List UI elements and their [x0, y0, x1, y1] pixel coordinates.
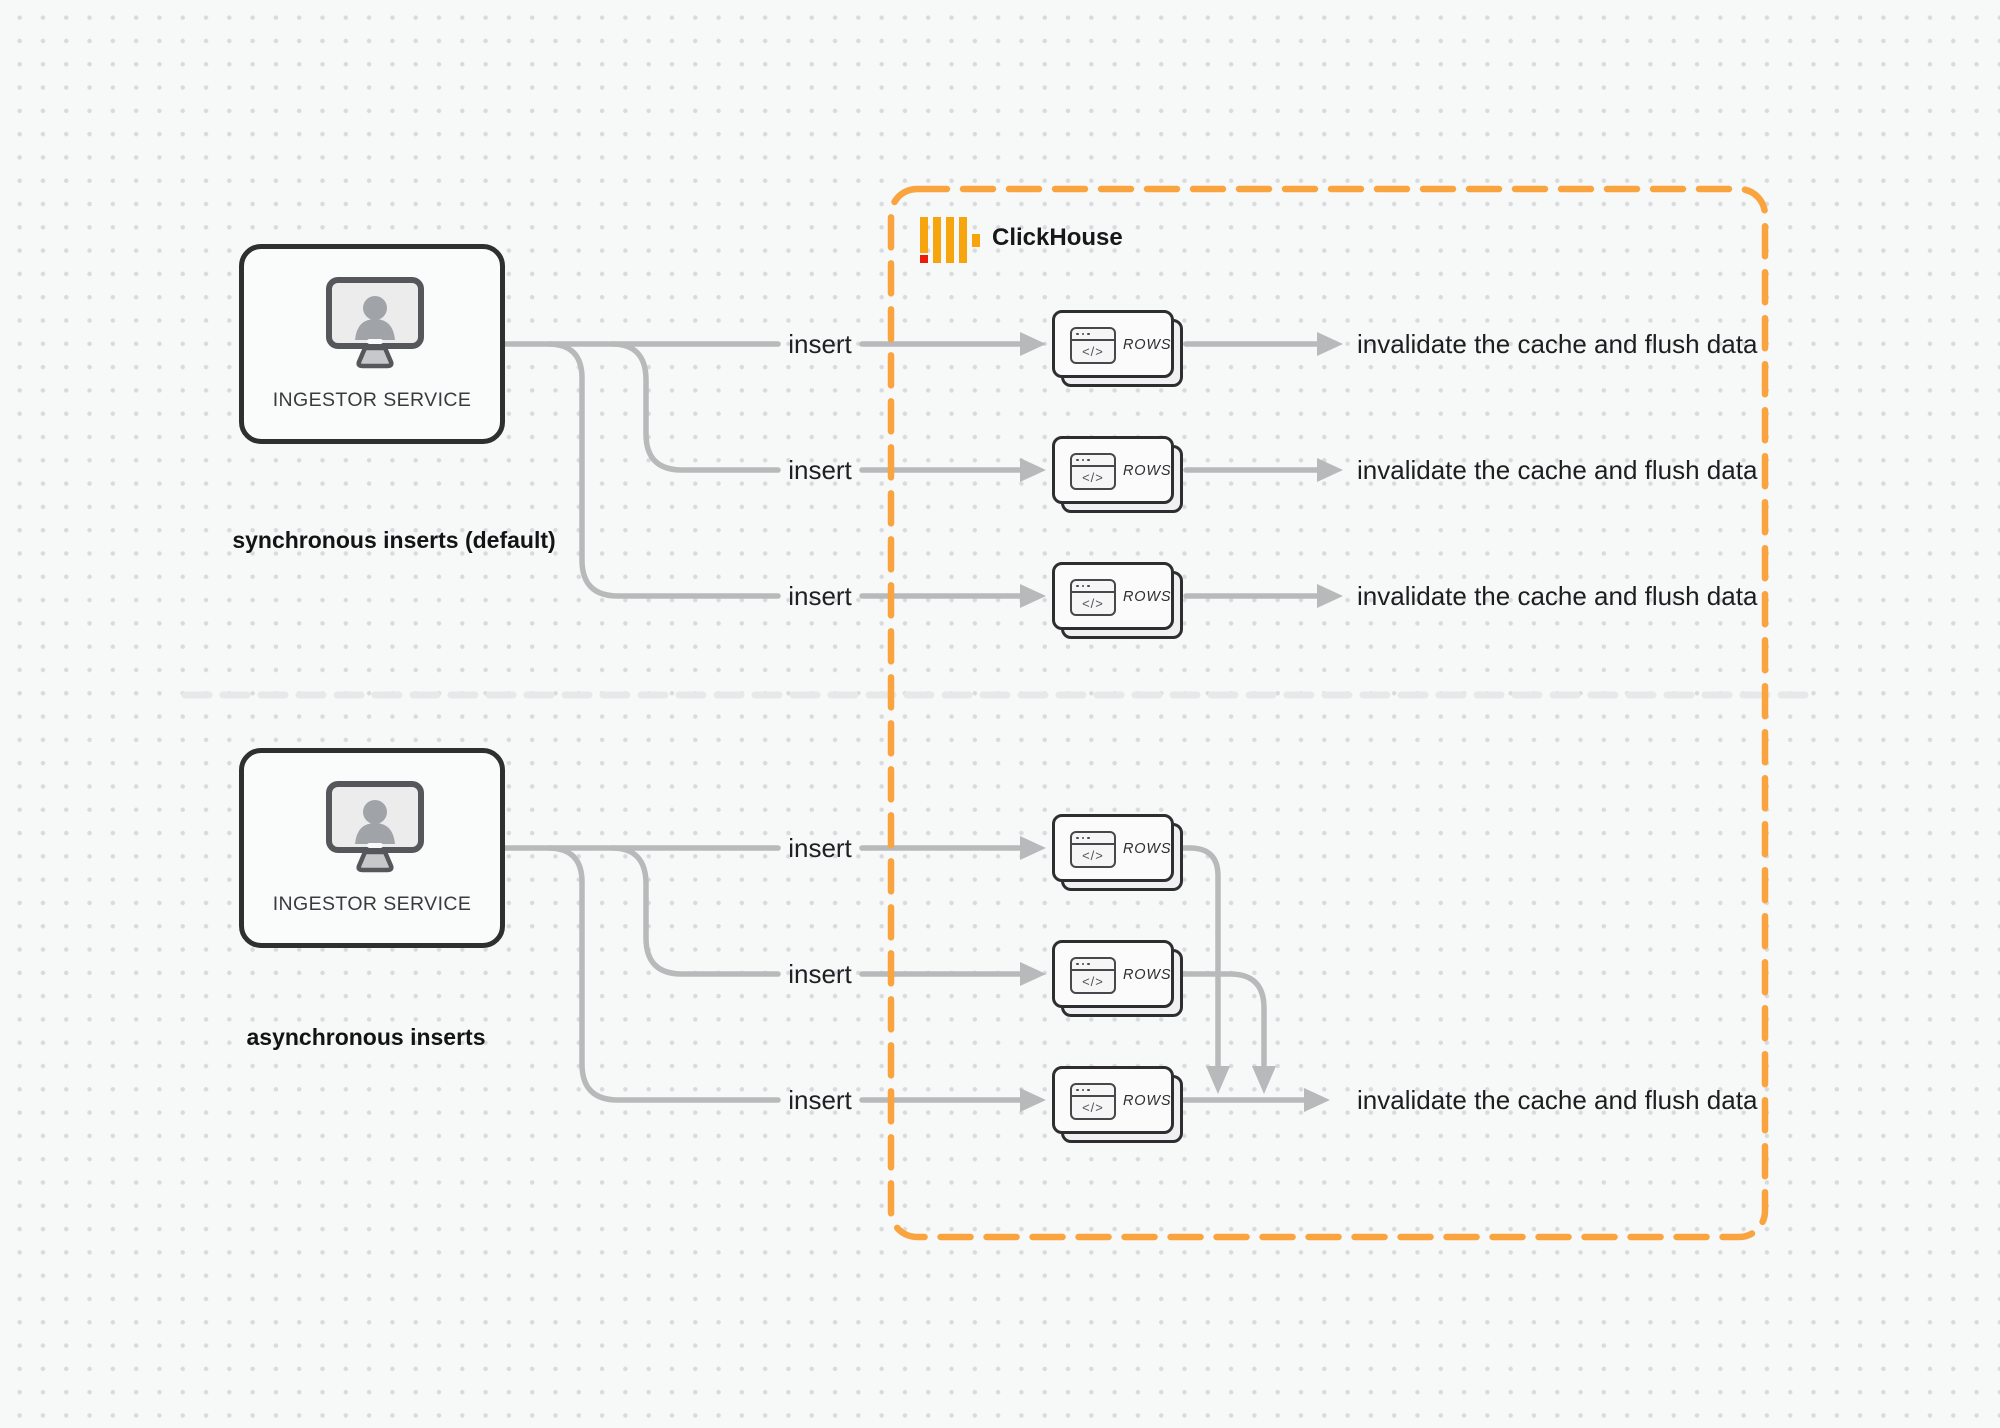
clickhouse-logo-icon — [920, 217, 980, 263]
rows-block: </> ROWS — [1052, 436, 1183, 513]
arrowhead-icon — [1020, 458, 1046, 482]
code-window-icon: </> — [1070, 1083, 1116, 1120]
rows-block: </> ROWS — [1052, 940, 1183, 1017]
arrowhead-icon — [1317, 584, 1343, 608]
flow-line — [609, 341, 781, 473]
insert-label: insert — [788, 1085, 852, 1115]
arrowhead-icon — [1304, 1088, 1330, 1112]
code-window-icon: </> — [1070, 957, 1116, 994]
arrowhead-icon — [1020, 836, 1046, 860]
flow-line — [609, 845, 781, 977]
arrowhead-icon — [1317, 458, 1343, 482]
flow-line — [545, 845, 781, 1103]
arrowhead-icon — [1020, 332, 1046, 356]
result-label: invalidate the cache and flush data — [1357, 581, 1758, 611]
rows-label: ROWS — [1123, 463, 1172, 479]
insert-label: insert — [788, 833, 852, 863]
monitor-user-icon — [326, 781, 424, 873]
clickhouse-label: ClickHouse — [992, 224, 1123, 251]
rows-block: </> ROWS — [1052, 562, 1183, 639]
insert-label: insert — [788, 959, 852, 989]
insert-label: insert — [788, 329, 852, 359]
clickhouse-header: ClickHouse — [920, 216, 1240, 266]
ingestor-service-box-async: INGESTOR SERVICE — [239, 748, 505, 948]
result-label: invalidate the cache and flush data — [1357, 1085, 1758, 1115]
arrowhead-icon — [1317, 332, 1343, 356]
result-label: invalidate the cache and flush data — [1357, 329, 1758, 359]
rows-label: ROWS — [1123, 967, 1172, 983]
arrowhead-icon — [1020, 962, 1046, 986]
code-window-icon: </> — [1070, 579, 1116, 616]
service-label: INGESTOR SERVICE — [272, 389, 472, 411]
code-window-icon: </> — [1070, 831, 1116, 868]
rows-label: ROWS — [1123, 337, 1172, 353]
arrowhead-icon — [1020, 1088, 1046, 1112]
rows-block: </> ROWS — [1052, 814, 1183, 891]
flow-line — [1181, 845, 1221, 1069]
code-window-icon: </> — [1070, 453, 1116, 490]
code-window-icon: </> — [1070, 327, 1116, 364]
service-label: INGESTOR SERVICE — [272, 893, 472, 915]
arrowhead-icon — [1206, 1066, 1230, 1094]
section-caption-async: asynchronous inserts — [246, 1024, 486, 1050]
rows-label: ROWS — [1123, 841, 1172, 857]
insert-label: insert — [788, 455, 852, 485]
rows-block: </> ROWS — [1052, 310, 1183, 387]
flow-line — [1181, 971, 1267, 1069]
monitor-user-icon — [326, 277, 424, 369]
rows-block: </> ROWS — [1052, 1066, 1183, 1143]
result-label: invalidate the cache and flush data — [1357, 455, 1758, 485]
flow-line — [545, 341, 781, 599]
rows-label: ROWS — [1123, 1093, 1172, 1109]
section-caption-sync: synchronous inserts (default) — [232, 527, 556, 553]
arrowhead-icon — [1252, 1066, 1276, 1094]
arrowhead-icon — [1020, 584, 1046, 608]
rows-label: ROWS — [1123, 589, 1172, 605]
insert-label: insert — [788, 581, 852, 611]
ingestor-service-box-sync: INGESTOR SERVICE — [239, 244, 505, 444]
